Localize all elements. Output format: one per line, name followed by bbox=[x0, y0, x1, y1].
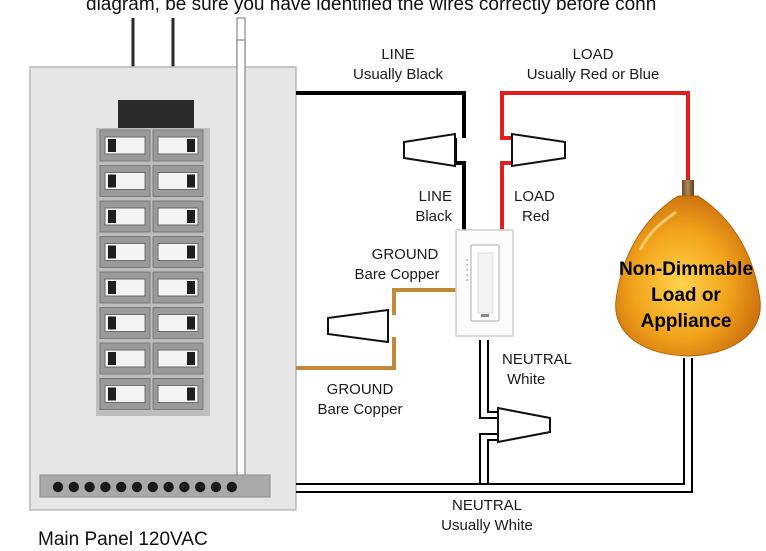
bus-terminal bbox=[68, 481, 80, 493]
bus-terminal bbox=[147, 481, 158, 493]
appliance-label-3: Appliance bbox=[641, 311, 732, 332]
neutral-wire bbox=[296, 340, 693, 493]
breaker-toggle bbox=[108, 139, 116, 152]
bus-terminal bbox=[210, 481, 222, 493]
line-switch-label-2: Black bbox=[415, 208, 452, 225]
bus-terminal bbox=[226, 481, 237, 493]
bus-terminal bbox=[52, 481, 64, 493]
main-panel-icon bbox=[29, 39, 297, 511]
breaker-toggle bbox=[108, 352, 116, 365]
breaker-toggle bbox=[187, 174, 195, 188]
pendant-lamp-icon bbox=[615, 180, 761, 357]
neutral-bottom-label-2: Usually White bbox=[441, 517, 533, 534]
breaker-toggle bbox=[187, 281, 195, 294]
header-text: diagram, be sure you have identified the… bbox=[86, 0, 656, 15]
load-top-label-2: Usually Red or Blue bbox=[527, 66, 660, 83]
bus-terminal bbox=[131, 481, 143, 493]
bus-terminals bbox=[52, 481, 237, 493]
breaker-array bbox=[99, 129, 204, 410]
load-wire bbox=[500, 91, 690, 232]
line-top-label-2: Usually Black bbox=[353, 66, 444, 83]
panel-label: Main Panel 120VAC bbox=[38, 529, 208, 550]
load-switch-label-1: LOAD bbox=[514, 188, 555, 205]
breaker-toggle bbox=[108, 245, 116, 259]
neutral-switch-label-1: NEUTRAL bbox=[502, 351, 572, 368]
bus-terminal bbox=[163, 481, 174, 493]
breaker-toggle bbox=[108, 174, 116, 188]
breaker-toggle bbox=[187, 139, 195, 152]
breaker-toggle bbox=[108, 387, 116, 401]
bus-terminal bbox=[116, 481, 127, 493]
line-top-label-1: LINE bbox=[381, 46, 414, 63]
line-switch-label-1: LINE bbox=[419, 188, 452, 205]
wire-nut-icon bbox=[327, 132, 566, 444]
breaker-toggle bbox=[108, 281, 116, 294]
ground-lower-label-1: GROUND bbox=[327, 381, 394, 398]
load-top-label-1: LOAD bbox=[573, 46, 614, 63]
bus-terminal bbox=[84, 481, 95, 493]
ground-lower-label-2: Bare Copper bbox=[317, 401, 402, 418]
bus-terminal bbox=[100, 481, 111, 493]
breaker-toggle bbox=[187, 352, 195, 365]
load-switch-label-2: Red bbox=[522, 208, 550, 225]
breaker-toggle bbox=[187, 245, 195, 259]
appliance-label-1: Non-Dimmable bbox=[619, 259, 753, 280]
breaker-toggle bbox=[187, 210, 195, 223]
appliance-label-2: Load or bbox=[651, 285, 721, 306]
neutral-bottom-label-1: NEUTRAL bbox=[452, 497, 522, 514]
ground-upper-label-2: Bare Copper bbox=[354, 266, 439, 283]
bus-terminal bbox=[179, 481, 190, 493]
ground-upper-label-1: GROUND bbox=[372, 246, 439, 263]
breaker-toggle bbox=[187, 387, 195, 401]
dimmer-switch-icon bbox=[455, 229, 514, 337]
ground-wire bbox=[296, 288, 460, 370]
breaker-toggle bbox=[187, 316, 195, 330]
breaker-toggle bbox=[108, 210, 116, 223]
neutral-switch-label-2: White bbox=[507, 371, 545, 388]
breaker-toggle bbox=[108, 316, 116, 330]
bus-terminal bbox=[195, 481, 206, 493]
